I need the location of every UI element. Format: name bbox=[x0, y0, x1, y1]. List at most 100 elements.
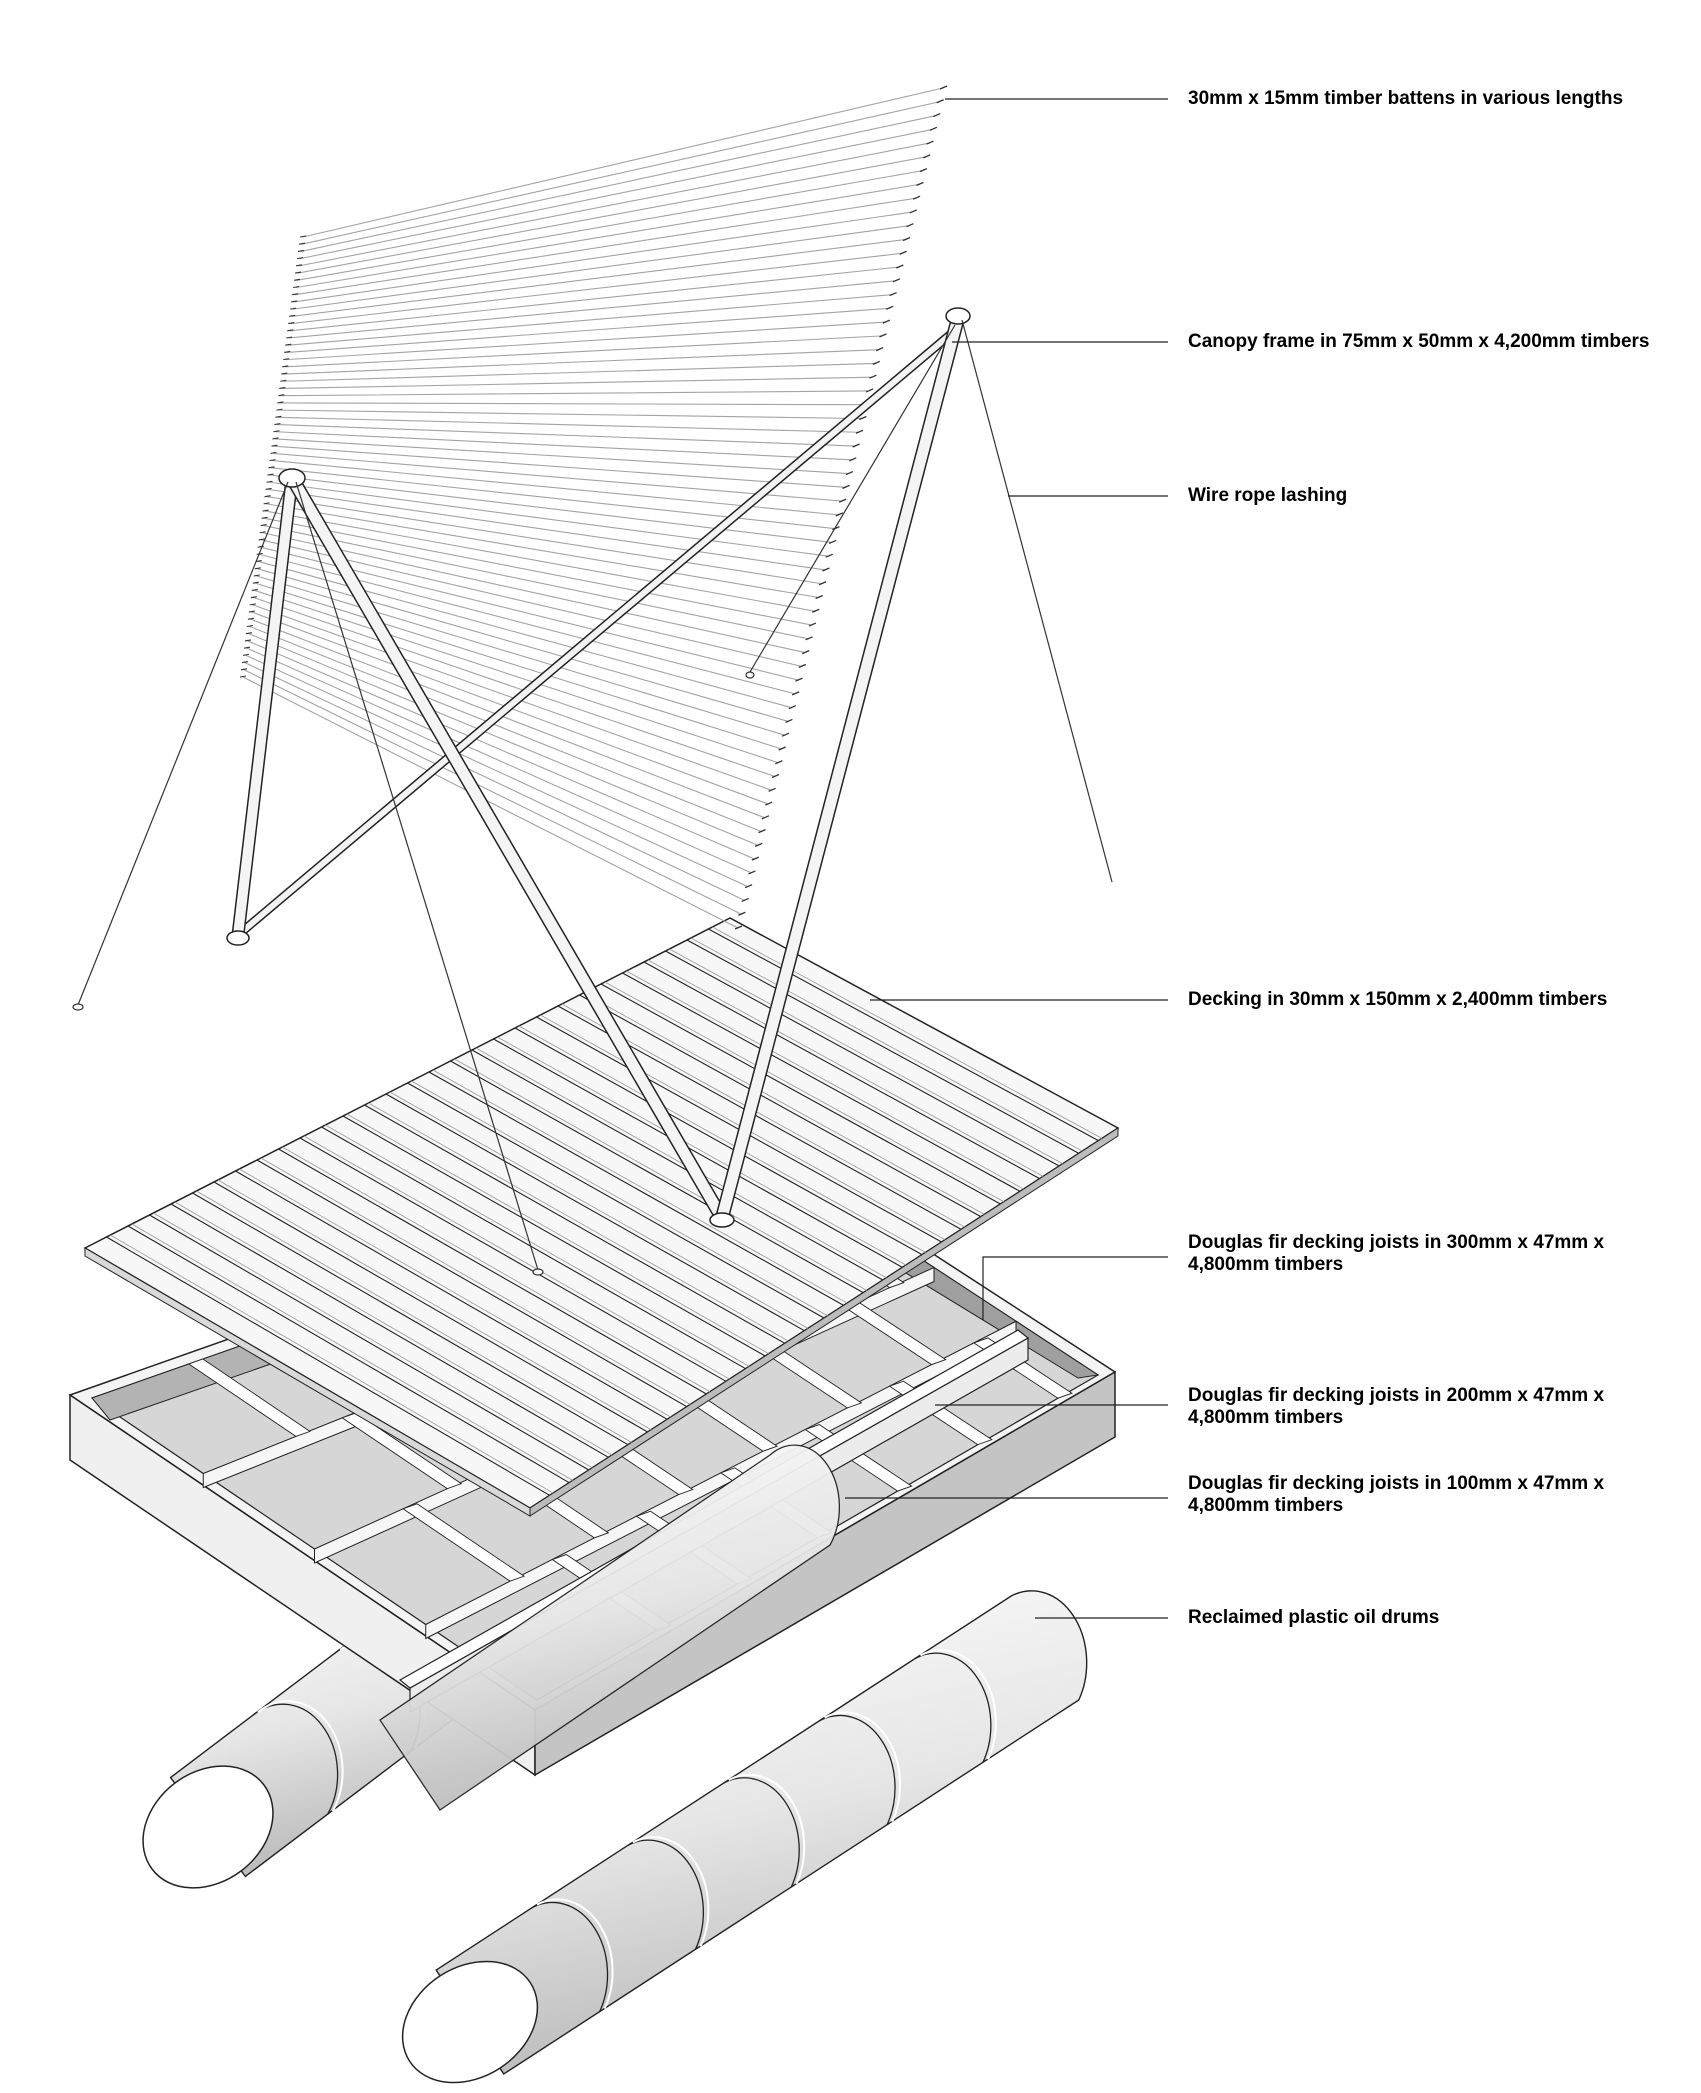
batten-end bbox=[259, 531, 266, 534]
batten bbox=[276, 423, 857, 447]
batten-end bbox=[916, 181, 924, 186]
batten bbox=[244, 662, 746, 902]
batten-end bbox=[778, 746, 786, 751]
drum-seam-highlight bbox=[919, 1649, 997, 1760]
drum-end-cap bbox=[401, 1960, 539, 2084]
batten-end bbox=[902, 236, 911, 242]
noggin-joist bbox=[187, 1358, 311, 1437]
batten-end bbox=[244, 639, 252, 642]
batten-end bbox=[258, 538, 265, 541]
batten bbox=[285, 321, 887, 361]
deck-board-gap bbox=[149, 1214, 590, 1471]
batten bbox=[249, 625, 763, 833]
batten-end bbox=[267, 473, 274, 476]
deck-board-edge bbox=[647, 959, 1044, 1177]
batten bbox=[280, 390, 870, 397]
deck-board-edge bbox=[432, 1069, 848, 1304]
batten-end bbox=[266, 480, 273, 483]
batten-end bbox=[748, 870, 756, 875]
batten-end bbox=[788, 705, 797, 710]
batten-end bbox=[274, 422, 281, 426]
batten-end bbox=[240, 668, 248, 671]
batten-end bbox=[744, 884, 753, 889]
batten-end bbox=[242, 653, 250, 656]
drum-seam bbox=[819, 1714, 896, 1825]
deck-board-gap bbox=[450, 1060, 864, 1294]
batten-end bbox=[771, 773, 780, 779]
batten bbox=[266, 503, 820, 599]
batten bbox=[278, 409, 863, 420]
batten bbox=[263, 524, 810, 640]
batten-end bbox=[245, 632, 252, 635]
deck-board-edge bbox=[604, 981, 1005, 1203]
batten bbox=[293, 211, 914, 303]
batten-end bbox=[281, 372, 288, 375]
batten bbox=[256, 575, 786, 736]
batten bbox=[292, 225, 910, 310]
drum-seam-highlight bbox=[632, 1836, 710, 1947]
batten bbox=[255, 582, 783, 750]
deck-board-gap bbox=[385, 1093, 805, 1332]
batten-end bbox=[297, 249, 305, 252]
batten-end bbox=[889, 291, 897, 297]
batten-end bbox=[896, 264, 904, 269]
batten-end bbox=[265, 487, 272, 491]
deck-board-edge bbox=[196, 1190, 632, 1443]
deck-board-edge bbox=[368, 1102, 789, 1342]
batten-end bbox=[734, 925, 743, 930]
batten bbox=[267, 496, 823, 585]
drum-inside-frame bbox=[379, 1444, 841, 1811]
deck-board-gap bbox=[278, 1148, 707, 1395]
wire-rope-lashings bbox=[72, 319, 1113, 1276]
batten-end bbox=[294, 278, 301, 281]
batten-end bbox=[286, 336, 293, 339]
drum-seam-highlight bbox=[257, 1700, 344, 1812]
batten-end bbox=[919, 168, 928, 173]
batten-end bbox=[768, 787, 776, 792]
batten bbox=[271, 460, 840, 516]
batten-end bbox=[273, 430, 280, 433]
batten-end bbox=[282, 365, 289, 368]
batten-end bbox=[263, 502, 270, 505]
batten-end bbox=[939, 85, 948, 90]
deck-board-edge bbox=[131, 1223, 573, 1481]
batten-end bbox=[825, 553, 833, 558]
drum-seam bbox=[252, 1703, 339, 1815]
deck-board-gap bbox=[256, 1159, 688, 1408]
drum-seam-highlight bbox=[536, 1898, 614, 2010]
batten-end bbox=[828, 539, 837, 545]
batten-end bbox=[296, 257, 304, 260]
batten bbox=[298, 142, 931, 267]
batten bbox=[283, 349, 880, 375]
batten-end bbox=[822, 567, 830, 572]
batten-end bbox=[855, 429, 864, 434]
batten bbox=[275, 431, 853, 461]
deck-board-edge bbox=[518, 1025, 926, 1253]
noggin-joist bbox=[402, 1503, 526, 1582]
batten-end bbox=[252, 581, 259, 584]
batten bbox=[264, 517, 813, 626]
batten-end bbox=[290, 307, 297, 310]
drum-seam bbox=[915, 1652, 992, 1763]
batten bbox=[268, 488, 826, 571]
batten bbox=[301, 101, 941, 245]
deck-board-edge bbox=[260, 1157, 691, 1405]
batten-end bbox=[291, 300, 298, 303]
label-joists-300: Douglas fir decking joists in 300mm x 47… bbox=[1188, 1232, 1605, 1275]
label-decking: Decking in 30mm x 150mm x 2,400mm timber… bbox=[1188, 989, 1608, 1010]
deck-board-gap bbox=[342, 1115, 766, 1357]
deck-board-edge bbox=[411, 1080, 828, 1317]
batten-end bbox=[906, 223, 914, 228]
batten-end bbox=[280, 379, 287, 382]
batten-end bbox=[849, 457, 857, 462]
drum-seam bbox=[531, 1901, 609, 2012]
batten-end bbox=[277, 401, 284, 404]
batten-end bbox=[295, 264, 303, 267]
label-wire-rope-lashing: Wire rope lashing bbox=[1188, 485, 1348, 506]
batten-end bbox=[865, 388, 874, 393]
batten-end bbox=[795, 677, 803, 682]
batten bbox=[269, 474, 833, 543]
deck-board-gap bbox=[514, 1027, 923, 1256]
deck-board-gap bbox=[127, 1225, 570, 1484]
batten bbox=[262, 532, 806, 654]
